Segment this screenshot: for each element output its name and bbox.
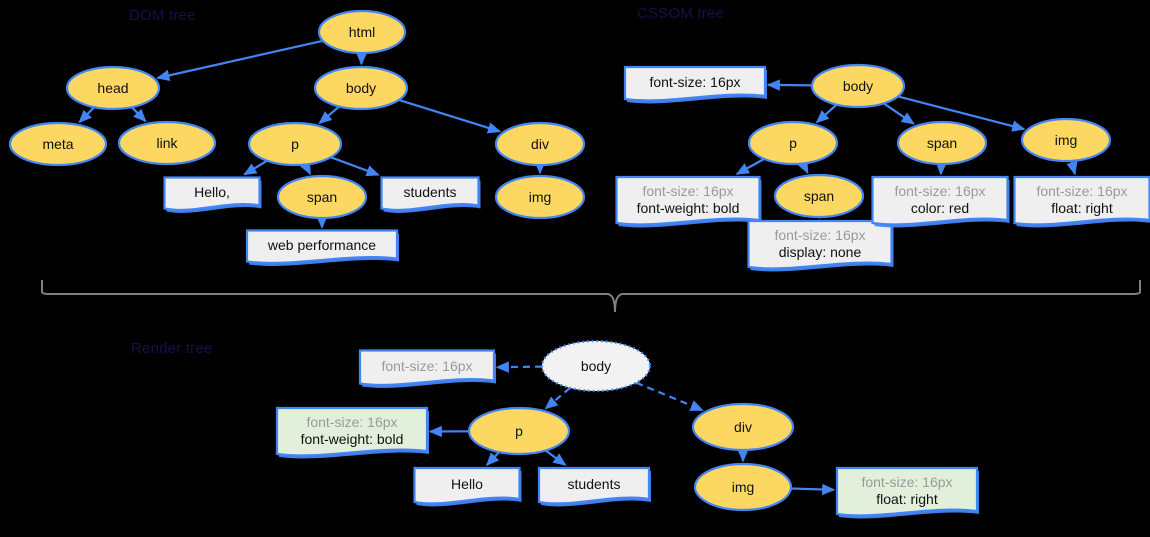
tree-edge [790,483,836,496]
tree-edge [299,160,312,175]
tree-edge [1066,160,1078,176]
tree-node-element[interactable] [693,462,793,512]
css-declaration-inherited: font-size: 16px [381,358,473,375]
tree-node-element[interactable] [896,120,988,166]
tree-edge [797,159,809,174]
tree-node-element[interactable] [691,402,795,452]
tree-node-element[interactable] [810,63,906,109]
tree-edge [485,451,500,466]
tree-node-text[interactable] [537,466,651,505]
tree-edge [398,98,502,134]
css-rule-box[interactable] [1013,175,1150,226]
css-rule-box[interactable] [747,219,893,270]
css-declaration: display: none [778,244,862,260]
css-declaration: font-weight: bold [636,200,740,216]
css-declaration-inherited: font-size: 16px [861,473,953,490]
css-declaration-inherited: font-size: 16px [642,182,734,199]
css-declaration-inherited: font-size: 16px [306,413,398,430]
tree-node-text[interactable] [380,176,480,212]
tree-node-element[interactable] [773,173,865,219]
tree-edge [544,387,571,410]
tree-edge [815,103,838,124]
tree-node-element[interactable] [317,9,407,55]
section-title-cssom: CSSOM tree [637,5,725,22]
tree-node-text[interactable] [245,229,399,265]
tree-edge [495,361,543,373]
tree-edge [766,79,813,91]
css-rule-box[interactable] [275,406,429,457]
css-declaration: float: right [876,491,938,507]
tree-node-element[interactable] [494,174,586,220]
css-rule-text: font-size: 16px [360,351,494,386]
section-title-dom: DOM tree [129,7,196,24]
tree-node-element[interactable] [1020,117,1112,163]
tree-node-element[interactable] [540,339,652,393]
tree-edge [883,102,915,125]
grouping-brace-path [41,280,1141,313]
css-declaration: font-weight: bold [300,431,404,447]
tree-edge [243,159,268,176]
css-declaration: float: right [1051,200,1113,216]
grouping-brace [41,280,1141,313]
tree-node-element[interactable] [247,121,343,167]
nodes-layer [8,9,1150,519]
tree-edge [131,106,147,123]
css-rule-box[interactable] [623,65,767,102]
section-title-render: Render tree [131,340,213,357]
tree-node-element[interactable] [117,120,217,166]
css-rule-box[interactable] [871,175,1009,226]
tree-node-element[interactable] [8,121,108,167]
tree-edge [635,381,704,412]
css-declaration-inherited: font-size: 16px [894,182,986,199]
css-declaration: color: red [910,200,970,216]
tree-node-element[interactable] [313,65,409,111]
tree-node-element[interactable] [467,406,571,456]
tree-node-element[interactable] [747,120,839,166]
tree-edge [318,105,340,125]
css-rule-text: font-size: 16px [625,67,765,101]
tree-edge [897,95,1026,132]
tree-edge [735,157,765,175]
tree-edge [156,39,324,81]
tree-edge [330,156,380,177]
css-declaration-inherited: font-size: 16px [1036,182,1128,199]
tree-edge [544,449,567,466]
tree-node-text[interactable] [413,466,521,505]
css-rule-box[interactable] [835,466,979,517]
edges-layer [78,39,1078,496]
css-declaration-inherited: font-size: 16px [774,226,866,243]
tree-node-element[interactable] [65,65,161,111]
tree-node-text[interactable] [163,176,261,212]
tree-edge [78,106,95,124]
css-rule-box[interactable] [358,349,496,387]
tree-node-element[interactable] [494,121,586,167]
tree-node-element[interactable] [276,174,368,220]
css-declaration: font-size: 16px [649,74,741,91]
